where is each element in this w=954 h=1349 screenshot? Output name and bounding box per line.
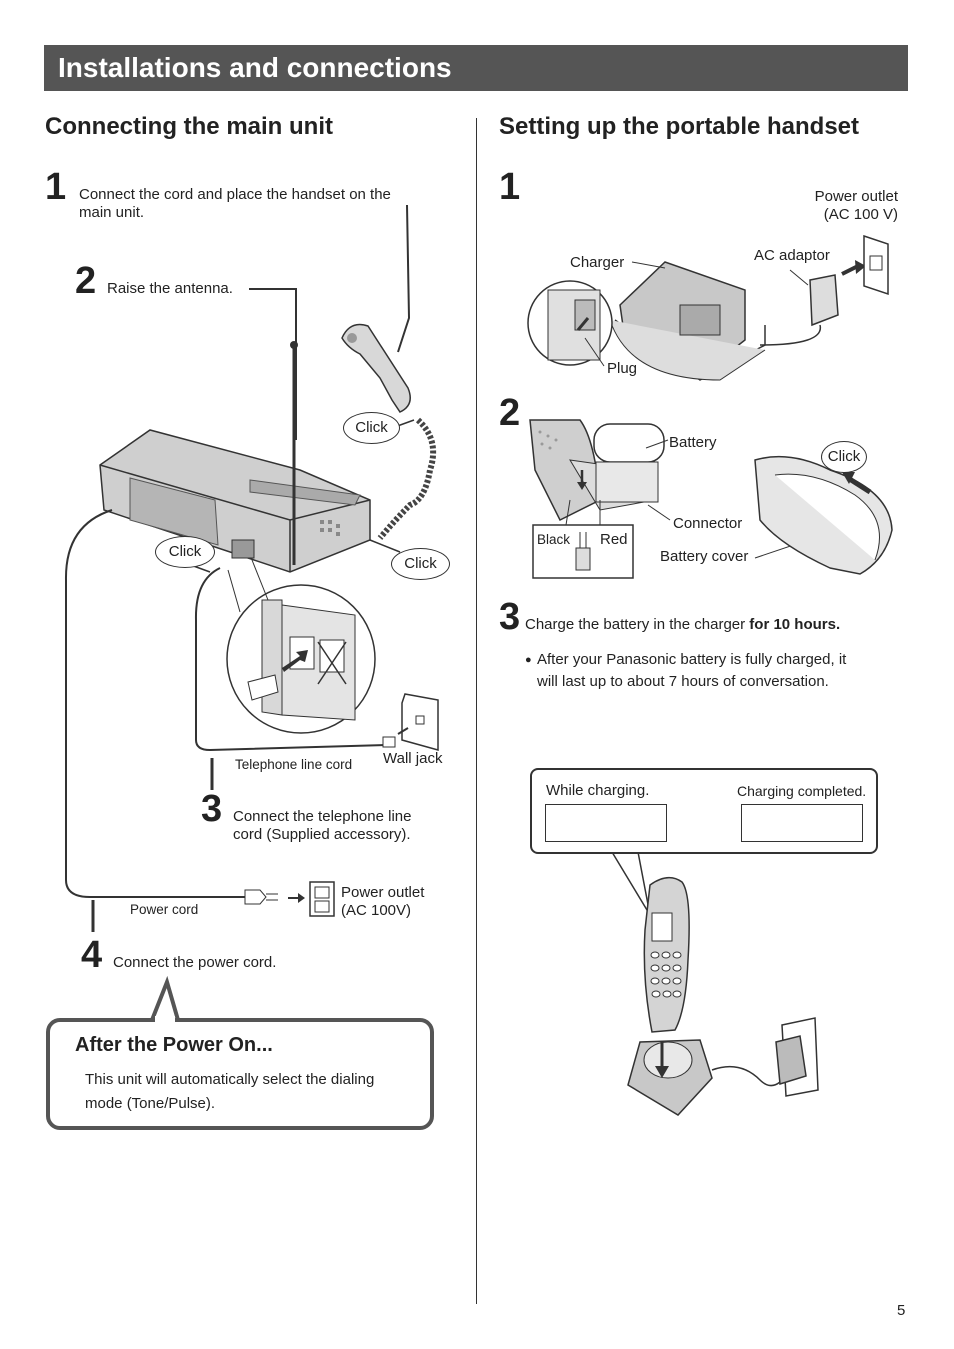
charger-label: Charger (570, 254, 625, 271)
click-bubble-handset: Click (343, 412, 400, 444)
step-3-text: Connect the telephone line cord (Supplie… (233, 808, 412, 843)
charge-instruction: Charge the battery in the charger (525, 616, 750, 633)
handset-step-number-2: 2 (499, 392, 521, 434)
ac-adaptor-label: AC adaptor (754, 247, 830, 264)
step-1-text: Connect the cord and place the handset o… (79, 186, 391, 221)
wall-jack-label: Wall jack (383, 750, 443, 767)
column-divider (476, 118, 477, 1304)
after-power-on-callout: After the Power On... This unit will aut… (46, 1018, 434, 1130)
battery-life-text: After your Panasonic battery is fully ch… (537, 651, 847, 690)
step-number-3: 3 (201, 788, 223, 830)
telephone-line-cord-label: Telephone line cord (235, 757, 353, 772)
battery-cover-label: Battery cover (660, 548, 749, 565)
connector-label: Connector (673, 515, 743, 532)
power-cord-label: Power cord (130, 902, 199, 917)
click-bubble-line-jack: Click (155, 536, 215, 568)
step-number-2: 2 (75, 260, 97, 302)
bullet-icon: ● (525, 654, 532, 666)
section-banner: Installations and connections (44, 45, 908, 91)
step-number-1: 1 (45, 166, 67, 208)
charging-indicator-box: While charging. Charging completed. (530, 768, 878, 854)
step-2-text: Raise the antenna. (107, 280, 233, 297)
callout-title: After the Power On... (75, 1034, 273, 1056)
left-heading: Connecting the main unit (45, 113, 333, 140)
click-bubble-cord: Click (391, 548, 450, 580)
charger-drawing (609, 261, 766, 381)
plug-label: Plug (607, 360, 638, 377)
right-power-outlet-label: Power outlet (AC 100 V) (814, 188, 898, 223)
battery-life-note: ● After your Panasonic battery is fully … (525, 649, 870, 693)
display-while-charging (545, 804, 667, 842)
step-number-4: 4 (81, 934, 103, 976)
fax-unit-drawing (99, 429, 371, 573)
handset-charging-drawing (627, 876, 819, 1116)
red-wire-label: Red (600, 531, 628, 548)
callout-body: This unit will automatically select the … (85, 1071, 375, 1112)
while-charging-label: While charging. (546, 782, 650, 799)
display-charging-completed (741, 804, 863, 842)
charge-duration: for 10 hours. (749, 616, 841, 633)
handset-step-number-1: 1 (499, 166, 521, 208)
handset-step-number-3: 3 (499, 596, 521, 638)
click-bubble-battery-cover: Click (821, 441, 867, 473)
handset-step-3-text: Charge the battery in the charger for 10… (525, 616, 840, 634)
step-4-text: Connect the power cord. (113, 954, 277, 971)
power-outlet-label: Power outlet (AC 100V) (341, 884, 425, 919)
black-wire-label: Black (537, 532, 571, 547)
right-heading: Setting up the portable handset (499, 113, 860, 140)
section-title: Installations and connections (58, 52, 452, 83)
handset-drawing (341, 323, 411, 413)
battery-label: Battery (669, 434, 717, 451)
page-number: 5 (897, 1302, 906, 1319)
charging-completed-label: Charging completed. (737, 783, 867, 799)
